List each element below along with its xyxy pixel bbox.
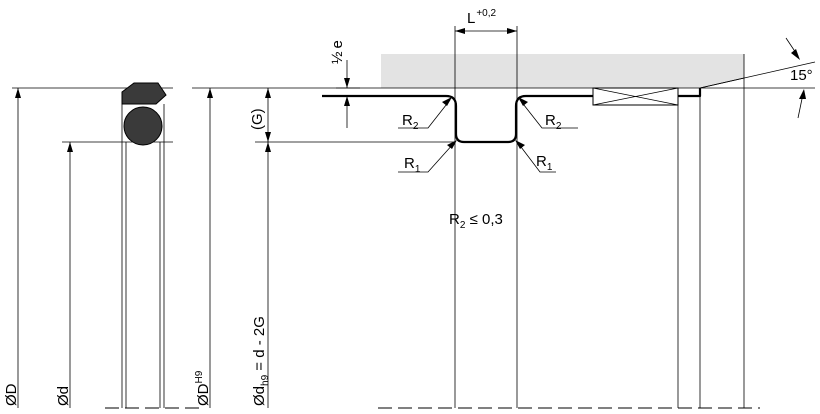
- label-half-e: ½e: [329, 40, 346, 64]
- arrow-r1-right: [515, 140, 525, 149]
- backup-x-2: [592, 87, 679, 106]
- arrow-L-right: [507, 28, 517, 34]
- label-angle: 15°: [790, 67, 813, 84]
- leader-r2-right: [519, 99, 578, 129]
- label-D: ØD: [3, 383, 20, 406]
- arrow-DH9: [207, 88, 213, 98]
- label-G: (G): [249, 108, 266, 130]
- arrow-G-top: [265, 88, 271, 98]
- label-L: L+0,2: [467, 8, 497, 27]
- label-d: Ød: [55, 386, 72, 406]
- arrow-d: [67, 142, 73, 152]
- arrow-D: [15, 88, 21, 98]
- leader-r1-left: [398, 142, 455, 173]
- leader-r2-left: [398, 99, 451, 129]
- arrow-half-e-top: [344, 78, 350, 88]
- arrow-angle-bottom: [799, 89, 806, 99]
- label-dh9: Ødh9 = d - 2G: [251, 316, 271, 406]
- arrow-angle-top: [791, 49, 800, 60]
- arrow-r1-left: [447, 140, 457, 149]
- label-r2-right: R2: [545, 112, 562, 132]
- leader-r1-right: [517, 142, 556, 173]
- label-r2-left: R2: [402, 112, 419, 132]
- angle-ext-line: [699, 61, 816, 89]
- arrow-r2-left: [442, 97, 452, 106]
- housing-shaded: [381, 54, 744, 88]
- label-r1-right: R1: [536, 153, 553, 173]
- arrow-half-e-bottom: [344, 96, 350, 106]
- label-r2-note: R2 ≤ 0,3: [449, 211, 503, 231]
- arrow-dh9: [265, 142, 271, 152]
- arrow-G-bottom: [265, 132, 271, 142]
- rod-step: [678, 88, 702, 98]
- label-r1-left: R1: [404, 155, 421, 175]
- o-ring-section: [123, 106, 163, 146]
- backup-ring: [121, 82, 167, 105]
- arrow-L-left: [455, 28, 465, 34]
- label-DH9: ØDH9: [194, 370, 212, 406]
- arrow-r2-right: [518, 97, 528, 106]
